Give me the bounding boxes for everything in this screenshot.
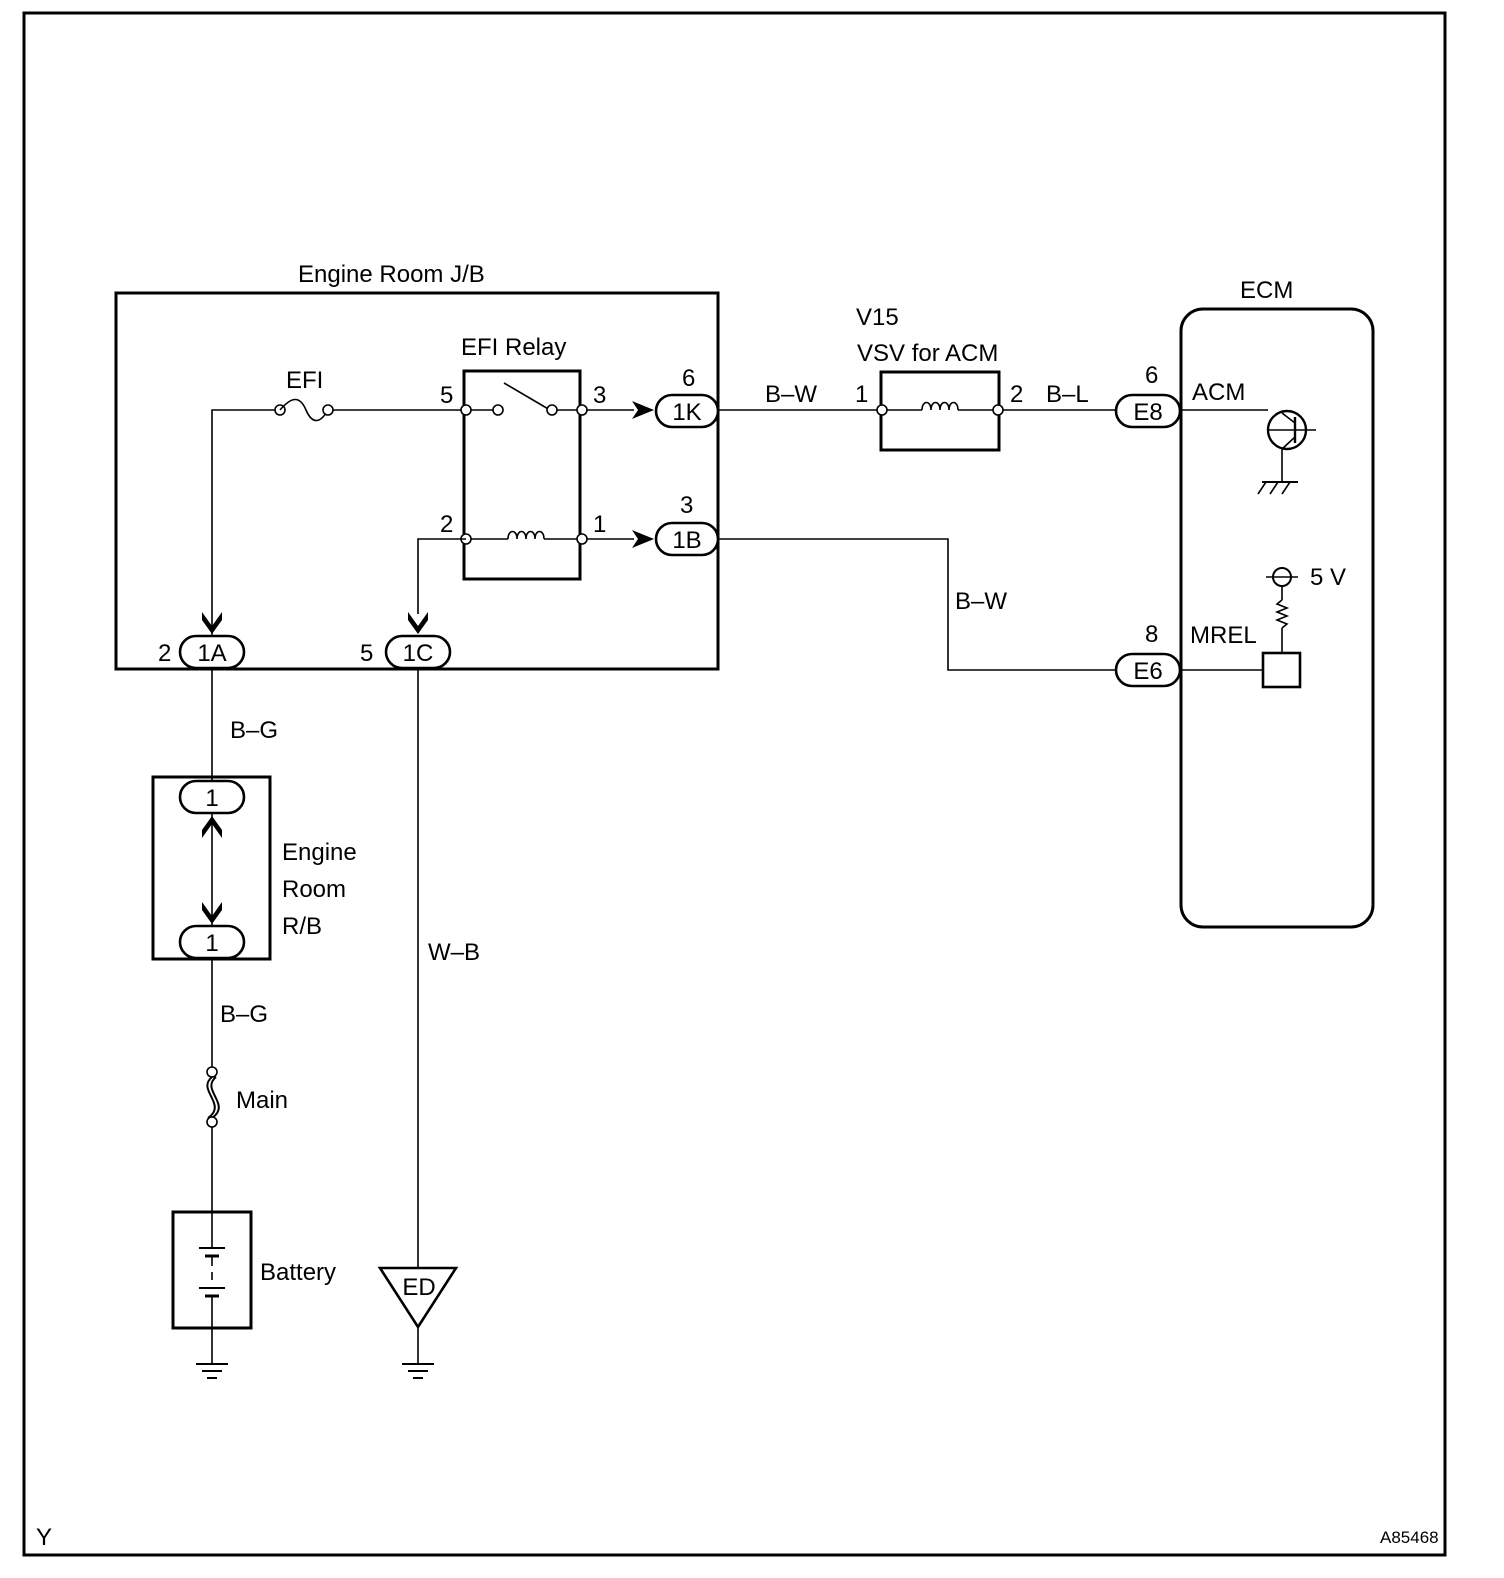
figure-id: A85468 <box>1380 1528 1439 1547</box>
connector-e8 <box>1114 393 1182 429</box>
battery-ground-icon <box>196 1328 228 1379</box>
ecm-acm-label: ACM <box>1192 379 1245 406</box>
main-fuse-icon <box>206 1066 220 1128</box>
connector-1c-label: 1C <box>403 640 434 667</box>
arrow-1c <box>408 612 428 634</box>
efi-fuse-label: EFI <box>286 367 323 394</box>
efi-fuse <box>211 398 466 652</box>
vsv-code: V15 <box>856 304 899 331</box>
mrel-circuit <box>1180 567 1302 689</box>
rb-label-line2: Room <box>282 876 346 903</box>
connector-1k-label: 1K <box>672 399 701 426</box>
wire-label-wb: W–B <box>428 939 480 966</box>
rb-internal-link <box>202 813 222 926</box>
arrow-1b <box>632 530 654 548</box>
acm-transistor-icon <box>1180 409 1316 495</box>
main-fuse-label: Main <box>236 1087 288 1114</box>
wire-label-bw-right: B–W <box>955 588 1007 615</box>
wire-label-bl: B–L <box>1046 381 1089 408</box>
rb-label-line1: Engine <box>282 839 357 866</box>
efi-relay-label: EFI Relay <box>461 334 566 361</box>
wire-label-bg-lower: B–G <box>220 1001 268 1028</box>
rb-label-line3: R/B <box>282 913 322 940</box>
vsv-pin-1: 1 <box>855 381 868 408</box>
vsv-box <box>879 370 1001 452</box>
relay-pin-1: 1 <box>593 511 606 538</box>
relay-pin-5: 5 <box>440 382 453 409</box>
relay-pin-2: 2 <box>440 511 453 538</box>
connector-1a-pin: 2 <box>158 640 171 667</box>
arrow-1k <box>632 401 654 419</box>
wire-label-bg-upper: B–G <box>230 717 278 744</box>
ground-ed-icon <box>377 1266 459 1330</box>
ecm-5v-label: 5 V <box>1310 564 1346 591</box>
arrow-1a <box>202 612 222 634</box>
battery-icon <box>199 1212 225 1328</box>
efi-relay-coil <box>460 530 588 545</box>
ecm-box <box>1179 307 1375 929</box>
efi-relay-switch <box>460 382 588 416</box>
vsv-coil <box>876 401 1004 416</box>
vsv-pin-2: 2 <box>1010 381 1023 408</box>
ground-ed-label: ED <box>402 1274 435 1301</box>
battery-label: Battery <box>260 1259 336 1286</box>
wire-relay2-1c <box>417 538 466 614</box>
connector-e8-pin: 6 <box>1145 362 1158 389</box>
connector-1k-pin: 6 <box>682 365 695 392</box>
engine-room-jb-title: Engine Room J/B <box>298 261 485 288</box>
connector-1a-label: 1A <box>197 640 226 667</box>
vsv-name: VSV for ACM <box>857 340 998 367</box>
connector-e6-pin: 8 <box>1145 621 1158 648</box>
ed-ground-icon <box>402 1327 434 1379</box>
connector-1k <box>654 393 720 429</box>
footer-left-code: Y <box>36 1524 52 1551</box>
ecm-mrel-label: MREL <box>1190 622 1257 649</box>
connector-e8-label: E8 <box>1133 399 1162 426</box>
connector-1c-pin: 5 <box>360 640 373 667</box>
connector-1b-pin: 3 <box>680 492 693 519</box>
connector-1b-label: 1B <box>672 527 701 554</box>
wire-label-bw-top: B–W <box>765 381 817 408</box>
connector-rb-bottom-label: 1 <box>205 930 218 957</box>
connector-rb-top-label: 1 <box>205 785 218 812</box>
wire-bw-right <box>718 538 1117 671</box>
ecm-title: ECM <box>1240 277 1293 304</box>
efi-relay-box <box>462 369 582 581</box>
connector-e6-label: E6 <box>1133 658 1162 685</box>
engine-room-jb-box <box>114 291 720 671</box>
relay-pin-3: 3 <box>593 382 606 409</box>
diagram-frame <box>22 11 1447 1557</box>
